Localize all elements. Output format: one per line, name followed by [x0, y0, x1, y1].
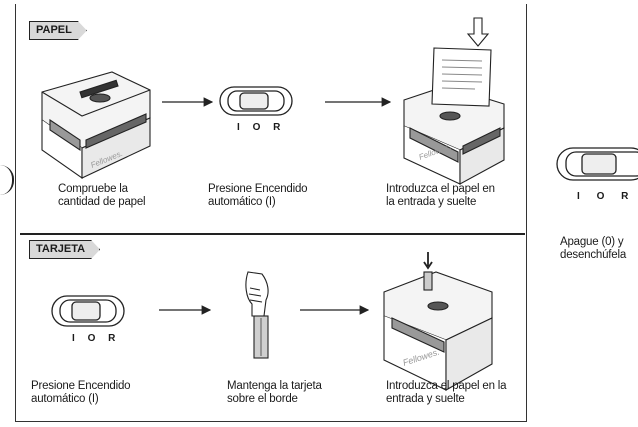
caption-check-paper: Compruebe la cantidad de papel: [58, 183, 146, 208]
caption-insert-paper: Introduzca el papel en la entrada y suel…: [386, 183, 495, 208]
section-divider: [20, 233, 525, 235]
switch-2-i: I: [72, 333, 75, 344]
caption-press-auto-2: Presione Encendido automático (I): [31, 380, 131, 405]
rocker-switch-2: [51, 295, 125, 327]
switch-1-r: R: [273, 122, 281, 133]
tag-papel: PAPEL: [29, 21, 87, 40]
caption-hold-card: Mantenga la tarjeta sobre el borde: [227, 380, 322, 405]
instruction-panel: [15, 4, 527, 422]
caption-turn-off: Apague (0) y desenchúfela: [560, 236, 627, 261]
insert-arrow-solid: [423, 252, 433, 270]
shredder-illustration-3: Fellowes.: [383, 252, 493, 391]
caption-press-auto-1: Presione Encendido automático (I): [208, 183, 308, 208]
switch-2-labels: I O R: [72, 333, 115, 344]
card: [423, 271, 433, 291]
insert-arrow-hollow: [466, 17, 490, 47]
rocker-switch-3: [556, 147, 638, 181]
switch-3-labels: I O R: [577, 191, 628, 202]
paper-sheet: [431, 47, 492, 107]
shredder-illustration-1: Fellowes.: [41, 71, 151, 180]
hand-with-card: [245, 271, 269, 359]
switch-3-r: R: [621, 191, 629, 202]
switch-3-o: O: [596, 191, 605, 202]
switch-1-o: O: [252, 122, 261, 133]
shredder-illustration-2: Fellowes.: [403, 17, 505, 185]
switch-2-r: R: [108, 333, 116, 344]
cropped-switch-edge: [0, 165, 14, 195]
switch-1-labels: I O R: [237, 122, 280, 133]
switch-3-i: I: [577, 191, 580, 202]
switch-2-o: O: [87, 333, 96, 344]
rocker-switch-1: [219, 86, 293, 116]
caption-insert-card: Introduzca el papel en la entrada y suel…: [386, 380, 507, 405]
switch-1-i: I: [237, 122, 240, 133]
tag-tarjeta: TARJETA: [29, 240, 100, 259]
